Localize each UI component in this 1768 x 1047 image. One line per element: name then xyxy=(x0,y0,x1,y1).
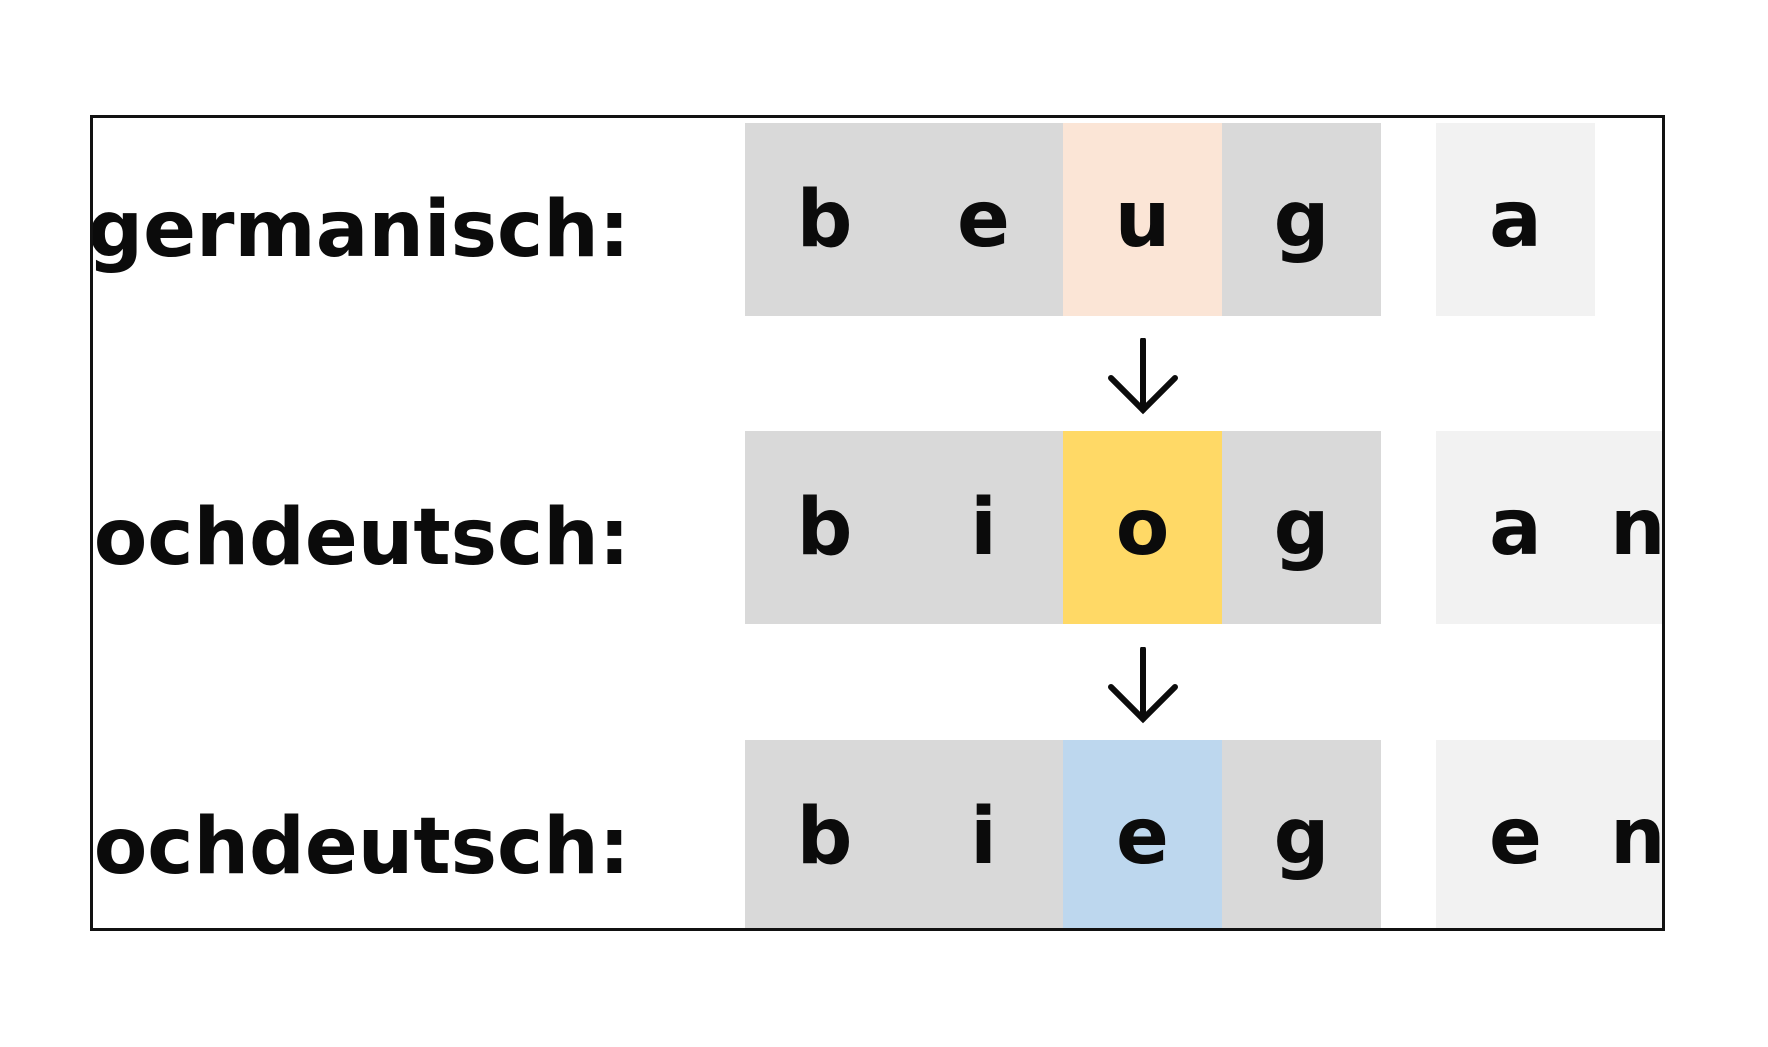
row-label-germanisch: germanisch: xyxy=(90,185,630,275)
letter-cell: g xyxy=(1222,431,1381,624)
suffix-cell: n xyxy=(1595,431,1662,624)
letter-cell: i xyxy=(904,740,1063,928)
down-arrow-icon xyxy=(1108,647,1178,724)
highlighted-vowel-cell: o xyxy=(1063,431,1222,624)
letter-cell: e xyxy=(904,123,1063,316)
letter-cell: b xyxy=(745,431,904,624)
letter-cell: b xyxy=(745,123,904,316)
highlighted-vowel-cell: u xyxy=(1063,123,1222,316)
suffix-cell: a xyxy=(1436,431,1595,624)
highlighted-vowel-cell: e xyxy=(1063,740,1222,928)
suffix-cell: a xyxy=(1436,123,1595,316)
diagram-frame: germanisch: b e u g a althochdeutsch: b … xyxy=(90,115,1665,931)
suffix-cell: n xyxy=(1595,740,1662,928)
letter-cell: b xyxy=(745,740,904,928)
row-label-althochdeutsch: althochdeutsch: xyxy=(93,493,630,583)
row-label-hochdeutsch: hochdeutsch: xyxy=(90,802,630,892)
letter-cell: g xyxy=(1222,740,1381,928)
letter-cell: g xyxy=(1222,123,1381,316)
letter-cell: i xyxy=(904,431,1063,624)
suffix-cell: e xyxy=(1436,740,1595,928)
down-arrow-icon xyxy=(1108,338,1178,415)
